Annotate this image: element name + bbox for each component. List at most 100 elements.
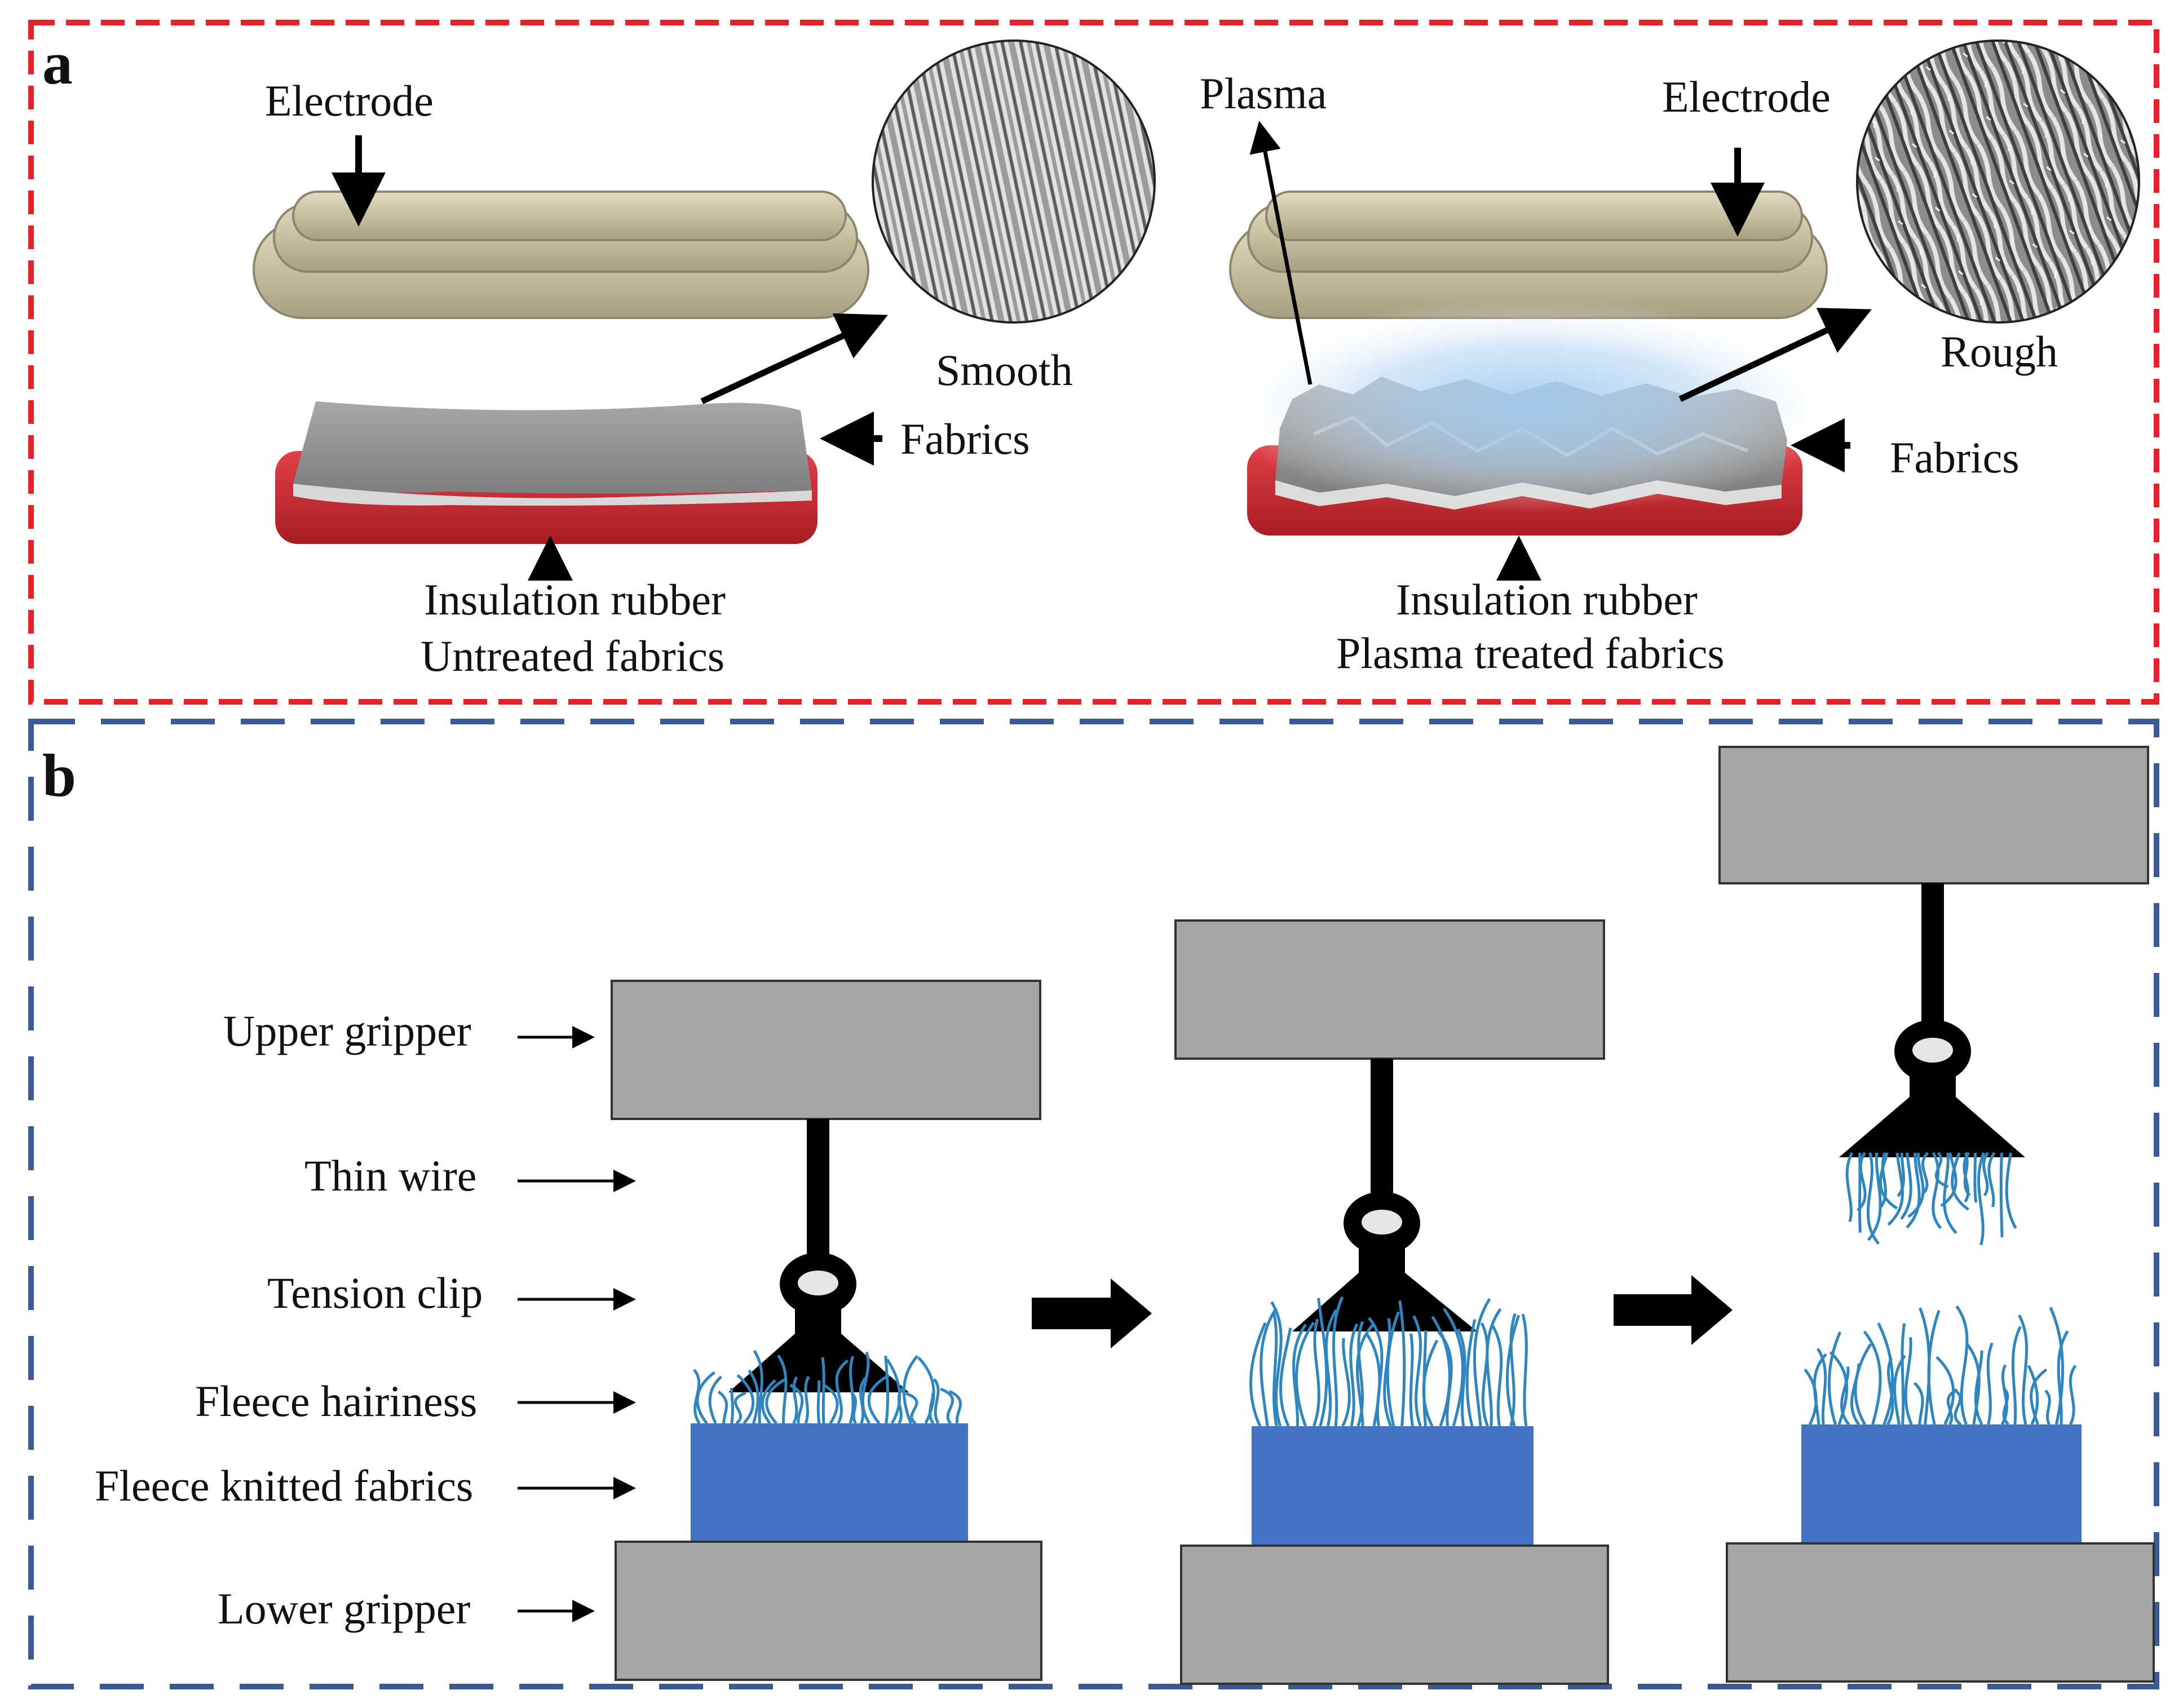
- plasma-label: Plasma: [1200, 69, 1327, 118]
- fiber-strand: [733, 1391, 746, 1425]
- thin-wire-2: [1371, 1059, 1393, 1193]
- fabrics-label-right: Fabrics: [1890, 433, 2020, 482]
- plasma-treated-fabrics-caption: Plasma treated fabrics: [1336, 629, 1725, 678]
- lower-gripper-1: [615, 1541, 1042, 1681]
- fiber-strand: [2057, 1330, 2069, 1425]
- fiber-strand: [2018, 1314, 2029, 1425]
- fiber-strand: [2011, 1326, 2022, 1425]
- fiber-strand: [2044, 1389, 2051, 1426]
- rough-label: Rough: [1941, 327, 2058, 376]
- fiber-strand: [1491, 1325, 1503, 1427]
- thin-wire-1: [807, 1119, 829, 1254]
- fleece-hairiness-3-lower: [1804, 1305, 2077, 1426]
- fiber-strand: [748, 1369, 759, 1424]
- smooth-arrow: [700, 313, 888, 404]
- plasma-arrow: [1249, 121, 1313, 385]
- fiber-strand: [1295, 1321, 1315, 1427]
- fiber-strand: [886, 1359, 902, 1424]
- fiber-strand: [1932, 1152, 1942, 1229]
- stage-1-initial: [611, 980, 1042, 1681]
- insulation-rubber-label-right: Insulation rubber: [1396, 575, 1698, 624]
- fiber-strand: [917, 1356, 935, 1424]
- fiber-strand: [867, 1374, 890, 1424]
- fiber-strand: [1963, 1152, 1970, 1203]
- fiber-strand: [1986, 1342, 1994, 1425]
- fiber-strand: [1279, 1328, 1292, 1427]
- fiber-strand: [1813, 1353, 1827, 1425]
- fiber-strand: [940, 1387, 954, 1424]
- fiber-strand: [1863, 1330, 1882, 1425]
- fiber-strand: [1443, 1308, 1464, 1427]
- fiber-strand: [884, 1355, 890, 1424]
- electrode-left: [253, 191, 869, 319]
- lower-gripper-label: Lower gripper: [218, 1584, 470, 1633]
- electrode-label-left: Electrode: [265, 76, 434, 125]
- fiber-strand: [761, 1379, 776, 1424]
- fiber-strand: [736, 1374, 755, 1424]
- fiber-strand: [1506, 1315, 1521, 1427]
- fiber-strand: [2005, 1152, 2017, 1229]
- fiber-strand: [1829, 1351, 1849, 1425]
- fiber-strand: [765, 1378, 786, 1424]
- fiber-strand: [2002, 1388, 2010, 1426]
- fiber-strand: [1927, 1309, 1941, 1425]
- tension-clip-2: [1292, 1192, 1477, 1331]
- sem-inset-smooth: [872, 39, 1156, 324]
- fiber-strand: [835, 1359, 849, 1424]
- fiber-strand: [1456, 1328, 1466, 1427]
- thin-wire-label: Thin wire: [304, 1151, 476, 1200]
- fleece-knitted-fabrics-label: Fleece knitted fabrics: [95, 1461, 473, 1510]
- fiber-strand: [1341, 1338, 1351, 1427]
- fiber-strand: [1901, 1323, 1906, 1425]
- fiber-strand: [696, 1371, 715, 1424]
- fiber-strand: [1951, 1152, 1969, 1211]
- fiber-strand: [1386, 1311, 1400, 1427]
- fiber-strand: [1431, 1316, 1451, 1427]
- fiber-strand: [804, 1375, 810, 1424]
- fiber-strand: [1473, 1298, 1491, 1427]
- fiber-strand: [1877, 1322, 1894, 1425]
- tension-clip-label: Tension clip: [267, 1268, 483, 1317]
- fiber-strand: [929, 1392, 935, 1424]
- upper-gripper-3: [1718, 746, 2149, 884]
- fiber-strand: [1906, 1152, 1921, 1229]
- fiber-strand: [2049, 1307, 2065, 1425]
- fiber-strand: [1987, 1152, 1996, 1207]
- fiber-strand: [1879, 1152, 1887, 1209]
- fiber-strand: [1857, 1152, 1867, 1212]
- fiber-strand: [1955, 1305, 1969, 1425]
- fiber-strand: [905, 1392, 918, 1425]
- fiber-strand: [1900, 1152, 1912, 1220]
- fleece-hairiness-3-upper: [1845, 1152, 2017, 1246]
- fiber-strand: [1480, 1322, 1489, 1427]
- fleece-hairiness-1: [693, 1349, 962, 1425]
- fleece-hairiness-label: Fleece hairiness: [195, 1377, 477, 1426]
- fiber-strand: [753, 1349, 763, 1424]
- fiber-strand: [1827, 1331, 1842, 1425]
- fiber-strand: [851, 1393, 858, 1424]
- fiber-strand: [2069, 1365, 2077, 1426]
- electrode-right: [1229, 191, 1828, 319]
- fiber-strand: [1398, 1300, 1406, 1427]
- lower-gripper-2: [1180, 1545, 1609, 1685]
- tension-clip-1: [728, 1253, 909, 1392]
- fiber-strand: [1383, 1318, 1393, 1427]
- fiber-strand: [1886, 1357, 1894, 1426]
- fiber-strand: [902, 1355, 919, 1424]
- fiber-strand: [849, 1356, 855, 1424]
- fiber-strand: [1509, 1313, 1517, 1427]
- upper-gripper-2: [1174, 919, 1605, 1060]
- fiber-strand: [1521, 1313, 1528, 1427]
- fiber-strand: [1292, 1324, 1307, 1427]
- fabric-smooth: [293, 401, 812, 506]
- rough-arrow: [1678, 308, 1872, 402]
- fiber-strand: [1260, 1307, 1278, 1427]
- fiber-strand: [1409, 1333, 1414, 1427]
- fiber-strand: [1943, 1152, 1957, 1234]
- fiber-strand: [789, 1383, 804, 1424]
- fiber-strand: [948, 1390, 962, 1424]
- fiber-strand: [1313, 1318, 1320, 1427]
- fiber-strand: [730, 1388, 734, 1424]
- fiber-strand: [1437, 1330, 1453, 1427]
